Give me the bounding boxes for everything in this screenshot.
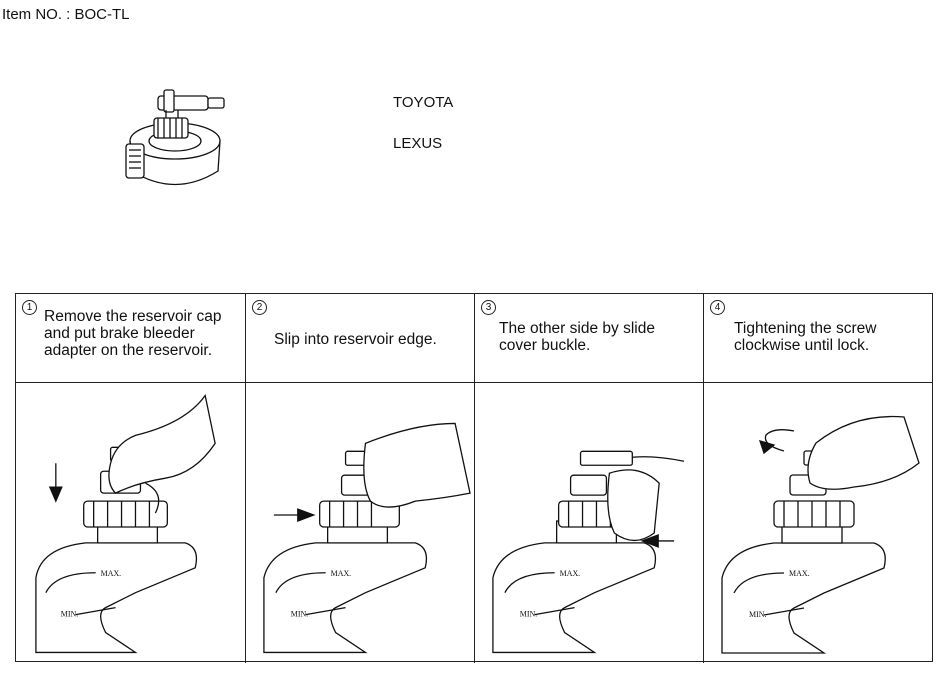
step-number: 3: [481, 300, 496, 315]
step-1-header: 1 Remove the reservoir cap and put brake…: [16, 294, 246, 383]
max-label: MAX.: [331, 569, 352, 578]
min-label: MIN.: [291, 610, 308, 619]
max-label: MAX.: [560, 569, 581, 578]
step-number: 1: [22, 300, 37, 315]
step-4-text: Tightening the screw clockwise until loc…: [734, 320, 877, 354]
vehicle-makes: TOYOTA LEXUS: [393, 82, 453, 164]
step-3-illustration: MAX. MIN.: [475, 383, 704, 663]
item-number: Item NO. : BOC-TL: [2, 6, 130, 23]
step-number: 2: [252, 300, 267, 315]
step-1-text: Remove the reservoir cap and put brake b…: [44, 308, 222, 359]
step-2-illustration: MAX. MIN.: [246, 383, 475, 663]
step-2-header: 2 Slip into reservoir edge.: [246, 294, 475, 383]
max-label: MAX.: [101, 569, 122, 578]
instruction-grid: 1 Remove the reservoir cap and put brake…: [15, 293, 933, 663]
step-4-header: 4 Tightening the screw clockwise until l…: [704, 294, 932, 383]
step-2-text: Slip into reservoir edge.: [274, 331, 437, 348]
step-3-text: The other side by slide cover buckle.: [499, 320, 655, 354]
make-toyota: TOYOTA: [393, 94, 454, 111]
step-1-illustration: MAX. MIN.: [16, 383, 246, 663]
max-label: MAX.: [789, 569, 810, 578]
min-label: MIN.: [520, 610, 537, 619]
step-number: 4: [710, 300, 725, 315]
min-label: MIN.: [61, 610, 78, 619]
min-label: MIN.: [749, 610, 767, 619]
step-3-header: 3 The other side by slide cover buckle.: [475, 294, 704, 383]
product-image: [120, 86, 240, 196]
make-lexus: LEXUS: [393, 135, 443, 152]
step-4-illustration: MAX. MIN.: [704, 383, 932, 663]
